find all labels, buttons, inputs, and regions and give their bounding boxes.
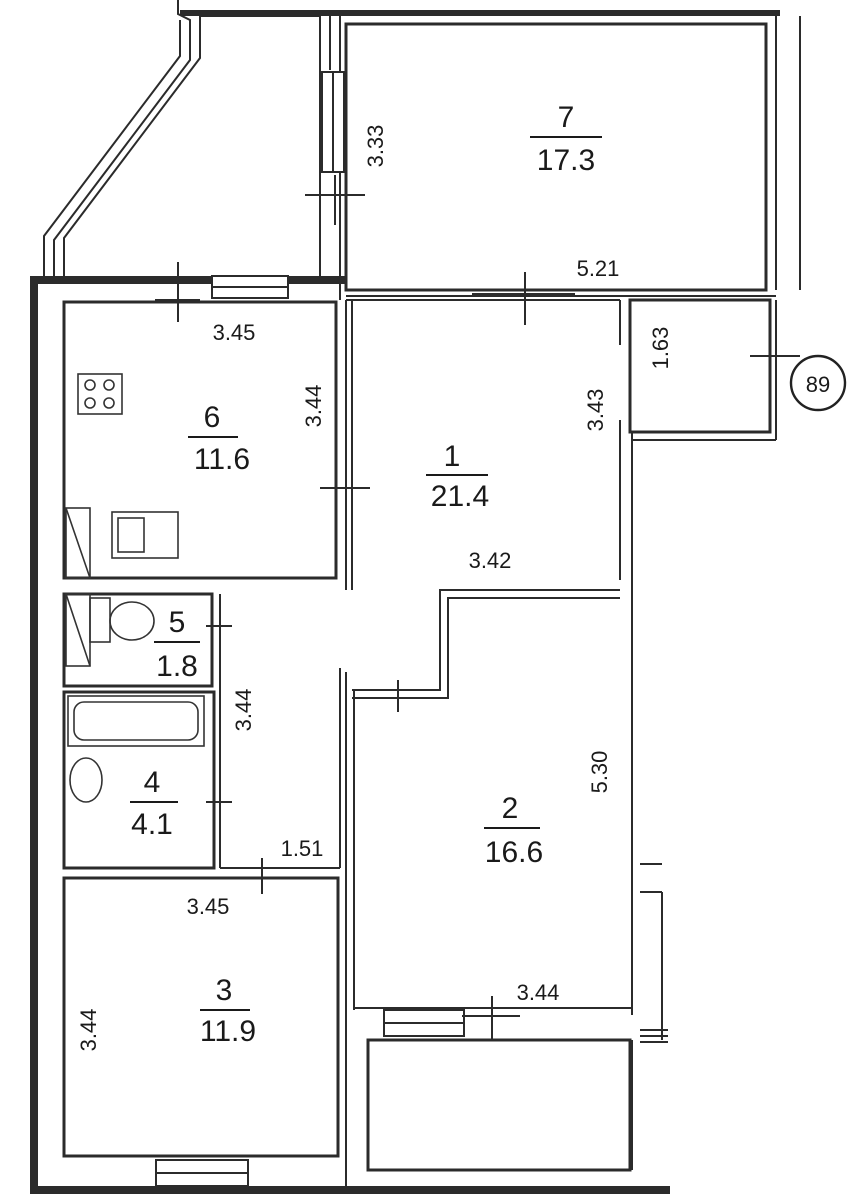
room-7-walls — [305, 16, 801, 300]
vent-shaft-icon — [65, 507, 91, 579]
room-area: 1.8 — [156, 650, 198, 683]
room-label-2: 2 16.6 — [484, 792, 543, 869]
dim-label: 3.44 — [301, 385, 326, 428]
dim-label: 3.44 — [231, 689, 256, 732]
toilet-bowl-icon — [109, 601, 155, 641]
marker-89: 89 — [789, 354, 847, 412]
room-label-5: 5 1.8 — [154, 606, 200, 683]
dim-label: 3.33 — [363, 125, 388, 168]
room-label-6: 6 11.6 — [188, 401, 250, 476]
dim-label: 3.44 — [76, 1009, 101, 1052]
room-number: 7 — [558, 101, 575, 134]
outer-walls — [30, 10, 780, 1194]
room-area: 16.6 — [485, 836, 543, 869]
marker-label: 89 — [806, 372, 830, 397]
stove-icon — [77, 373, 123, 415]
room-label-7: 7 17.3 — [530, 101, 602, 177]
room-number: 6 — [204, 401, 221, 434]
dim-label: 3.45 — [213, 320, 256, 345]
room-3-walls — [62, 858, 347, 1187]
room-number: 4 — [144, 766, 161, 799]
vent-shaft-2-icon — [65, 593, 91, 667]
room-area: 21.4 — [431, 480, 489, 513]
room-label-1: 1 21.4 — [426, 440, 489, 513]
dim-label: 5.30 — [587, 751, 612, 794]
dim-label: 1.63 — [648, 327, 673, 370]
loggia-bottom — [366, 1029, 668, 1172]
dim-label: 1.51 — [281, 836, 324, 861]
closet-walls — [628, 298, 800, 441]
dimension-labels: 3.33 5.21 3.45 3.44 1.63 3.43 3.42 3.44 … — [76, 125, 673, 1052]
room-area: 4.1 — [131, 808, 173, 841]
room-area: 11.6 — [194, 443, 250, 476]
room-2-walls — [345, 589, 663, 1050]
kitchen-sink-icon — [111, 511, 179, 559]
dim-label: 3.43 — [583, 389, 608, 432]
room-area: 11.9 — [200, 1015, 256, 1048]
bathtub-icon — [67, 695, 205, 747]
dim-label: 3.45 — [187, 894, 230, 919]
room-area: 17.3 — [537, 144, 595, 177]
dim-label: 3.42 — [469, 548, 512, 573]
bathroom-walls — [62, 592, 341, 870]
dim-label: 5.21 — [577, 256, 620, 281]
room-number: 2 — [502, 792, 519, 825]
room-number: 1 — [444, 440, 461, 473]
room-number: 3 — [216, 974, 233, 1007]
room-label-4: 4 4.1 — [130, 766, 178, 841]
washbasin-icon — [69, 757, 103, 803]
room-6-walls — [62, 262, 370, 580]
room-number: 5 — [169, 606, 186, 639]
room-label-3: 3 11.9 — [200, 974, 256, 1048]
dim-label: 3.44 — [517, 980, 560, 1005]
loggia-top — [43, 0, 331, 276]
